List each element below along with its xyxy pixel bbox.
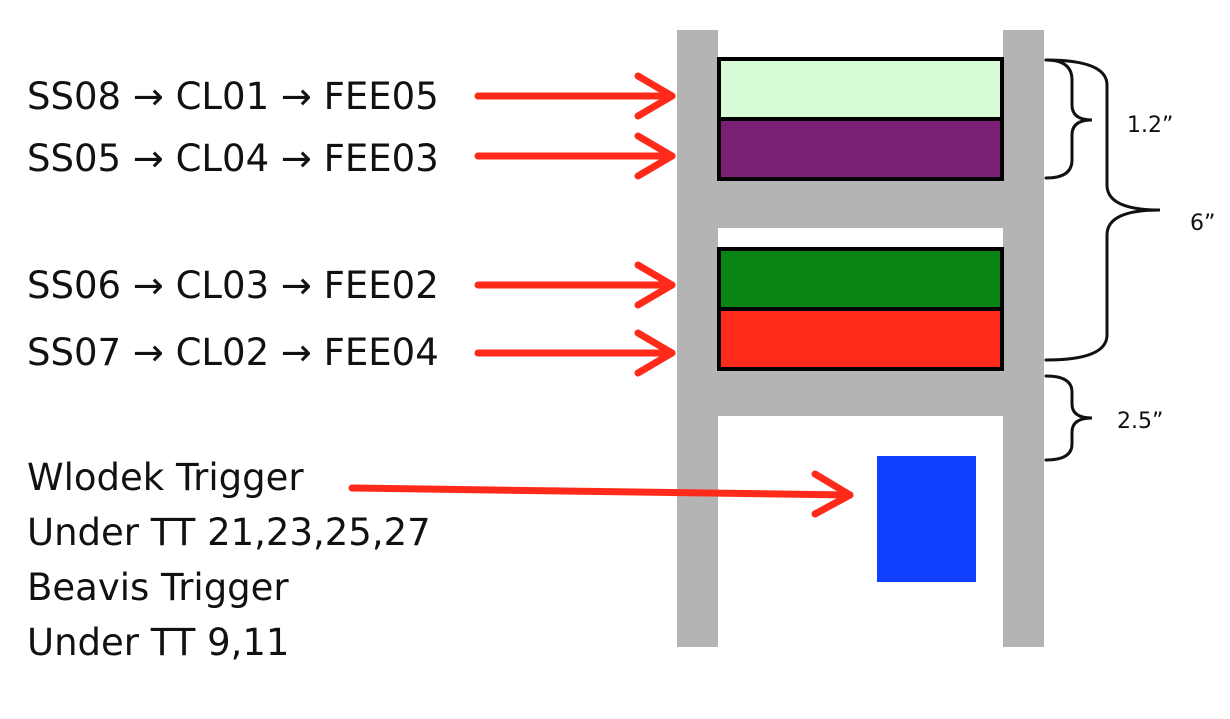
label-row2: SS05 → CL04 → FEE03 xyxy=(27,137,439,180)
arrow-row2 xyxy=(474,132,676,180)
slot-fee05 xyxy=(717,57,1004,121)
dimension-gap: 2.5” xyxy=(1117,409,1163,434)
frame-right-post xyxy=(1003,30,1044,647)
trigger-box xyxy=(877,456,976,582)
trigger-line4: Under TT 9,11 xyxy=(27,621,289,664)
trigger-line1: Wlodek Trigger xyxy=(27,456,304,499)
brace-small xyxy=(1044,58,1093,180)
brace-gap xyxy=(1044,374,1093,462)
label-row1: SS08 → CL01 → FEE05 xyxy=(27,75,439,118)
dimension-large: 6” xyxy=(1190,211,1215,236)
frame-left-post xyxy=(677,30,718,647)
label-row3: SS06 → CL03 → FEE02 xyxy=(27,264,439,307)
brace-large xyxy=(1044,58,1161,362)
arrow-row4 xyxy=(474,329,676,377)
label-row4: SS07 → CL02 → FEE04 xyxy=(27,331,439,374)
slot-fee02 xyxy=(717,247,1004,311)
frame-shelf-upper xyxy=(677,180,1044,228)
trigger-line3: Beavis Trigger xyxy=(27,566,289,609)
dimension-small: 1.2” xyxy=(1127,113,1173,138)
frame xyxy=(677,30,1044,647)
trigger-line2: Under TT 21,23,25,27 xyxy=(27,511,431,554)
arrow-row1 xyxy=(474,72,676,120)
slot-fee04 xyxy=(717,307,1004,371)
arrow-row3 xyxy=(474,261,676,309)
arrow-trigger xyxy=(348,470,854,518)
slot-fee03 xyxy=(717,117,1004,181)
frame-shelf-lower xyxy=(677,368,1044,416)
